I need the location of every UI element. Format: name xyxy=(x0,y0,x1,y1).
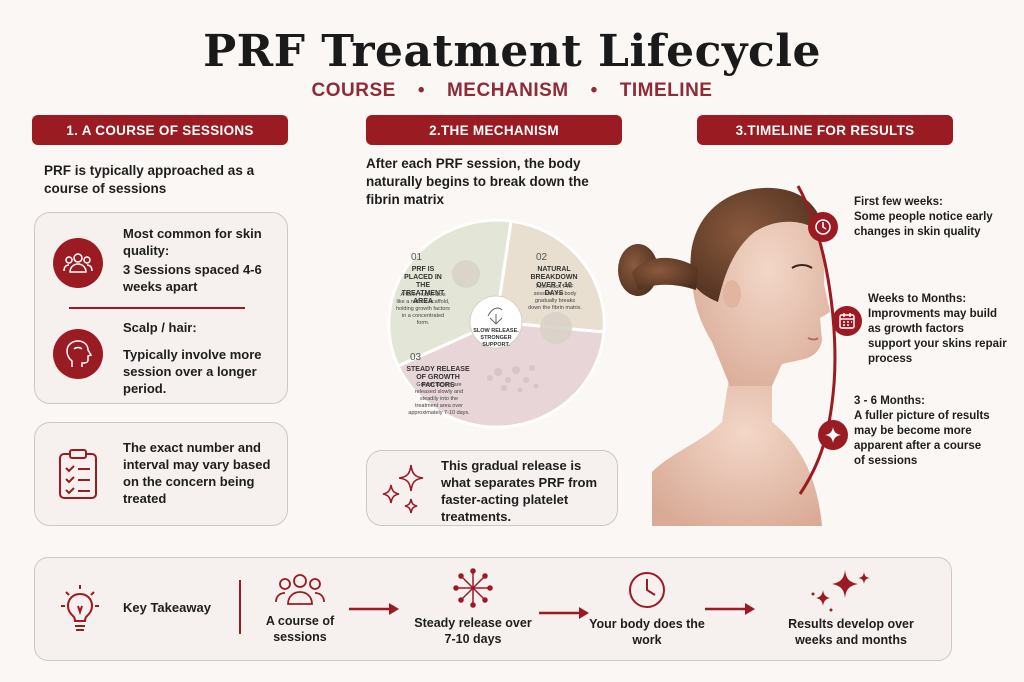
section-header-mechanism: 2.THE MECHANISM xyxy=(366,115,622,145)
arrow-icon xyxy=(539,607,589,619)
sparkles-icon xyxy=(809,568,873,617)
segment-2-body: After each PRF session, the body gradual… xyxy=(528,284,582,311)
timeline-item-2: Weeks to Months: Improvments may build a… xyxy=(868,292,1008,367)
group-icon xyxy=(53,238,103,288)
section-header-sessions: 1. A COURSE OF SESSIONS xyxy=(32,115,288,145)
takeaway-step-1: A course of sessions xyxy=(265,614,335,644)
key-takeaway-panel: Key Takeaway A course of sessions Steady… xyxy=(34,557,952,661)
scalp-detail: Typically involve more session over a lo… xyxy=(123,347,262,396)
sessions-card: Most common for skin quality: 3 Sessions… xyxy=(34,212,288,404)
calendar-icon xyxy=(832,306,862,336)
segment-3-number: 03 xyxy=(410,352,422,363)
subtitle-timeline: TIMELINE xyxy=(619,80,713,101)
variation-text: The exact number and interval may vary b… xyxy=(123,440,271,506)
arrow-icon xyxy=(349,603,399,615)
segment-3-title: STEADY RELEASE OF GROWTH FACTORS xyxy=(406,366,470,389)
subtitle-course: COURSE xyxy=(311,80,396,101)
takeaway-step-2: Steady release over 7-10 days xyxy=(414,616,532,646)
skin-title: Most common for skin quality: xyxy=(123,226,262,258)
subtitle-dot: • xyxy=(417,80,425,101)
page-title: PRF Treatment Lifecycle xyxy=(203,26,821,77)
key-takeaway-label: Key Takeaway xyxy=(123,600,211,615)
takeaway-step-4: Results develop over weeks and months xyxy=(788,617,914,647)
mechanism-callout: This gradual release is what separates P… xyxy=(366,450,618,526)
clipboard-checklist-icon xyxy=(57,448,99,505)
segment-1-body: A fibrin matrix acts like a natural scaf… xyxy=(396,292,450,326)
segment-2-number: 02 xyxy=(536,252,548,263)
takeaway-step-3: Your body does the work xyxy=(589,617,705,647)
mechanism-intro: After each PRF session, the body natural… xyxy=(366,156,589,207)
timeline-item-1: First few weeks: Some people notice earl… xyxy=(854,195,1004,240)
sparkles-icon xyxy=(377,461,429,522)
timeline-item-3: 3 - 6 Months: A fuller picture of result… xyxy=(854,394,994,469)
segment-1-number: 01 xyxy=(411,252,423,263)
timeline-item-1-body: Some people notice early changes in skin… xyxy=(854,211,993,238)
skin-detail: 3 Sessions spaced 4-6 weeks apart xyxy=(123,262,262,294)
lightbulb-icon xyxy=(57,584,103,641)
timeline-item-1-title: First few weeks: xyxy=(854,196,943,208)
scalp-title: Scalp / hair: xyxy=(123,320,197,335)
diagram-center-text: SLOW RELEASE. STRONGER SUPPORT. xyxy=(473,328,519,348)
callout-text: This gradual release is what separates P… xyxy=(441,458,598,524)
section-header-timeline: 3.TIMELINE FOR RESULTS xyxy=(697,115,953,145)
timeline-item-3-title: 3 - 6 Months: xyxy=(854,395,925,407)
head-profile-icon xyxy=(53,329,103,379)
sessions-intro: PRF is typically approached as a course … xyxy=(44,163,255,196)
takeaway-divider xyxy=(239,580,241,634)
page-subtitle: COURSE • MECHANISM • TIMELINE xyxy=(0,80,1024,102)
timeline-item-2-body: Improvments may build as growth factors … xyxy=(868,308,1007,365)
segment-1-title: PRF IS PLACED IN THE TREATMENT AREA xyxy=(401,266,445,305)
clock-icon xyxy=(808,212,838,242)
divider xyxy=(69,307,245,309)
clock-icon xyxy=(627,570,667,615)
segment-3-body: Growth factors are released slowly and s… xyxy=(408,382,470,416)
subtitle-mechanism: MECHANISM xyxy=(446,80,569,101)
arrow-icon xyxy=(705,603,755,615)
group-icon xyxy=(275,572,325,611)
variation-card: The exact number and interval may vary b… xyxy=(34,422,288,526)
portrait-image xyxy=(612,172,842,526)
timeline-item-2-title: Weeks to Months: xyxy=(868,293,967,305)
burst-icon xyxy=(453,568,493,613)
sparkle-icon xyxy=(818,420,848,450)
subtitle-dot: • xyxy=(590,80,598,101)
timeline-item-3-body: A fuller picture of results may be becom… xyxy=(854,410,990,467)
segment-2-title: NATURAL BREAKDOWN OVER 7-10 DAYS xyxy=(530,266,578,297)
mechanism-diagram: SLOW RELEASE. STRONGER SUPPORT. 01 PRF I… xyxy=(386,218,606,430)
